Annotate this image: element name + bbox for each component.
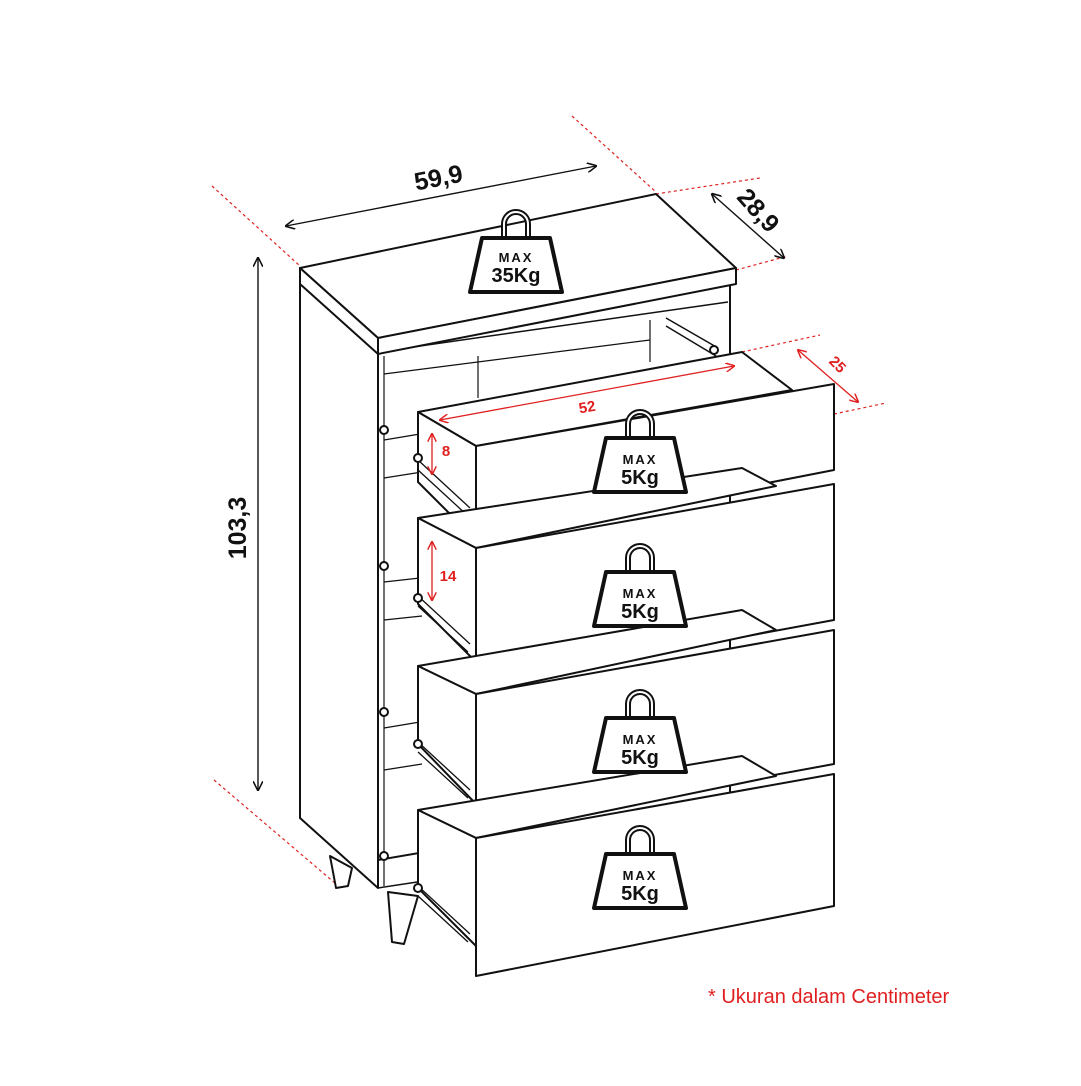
weight-value-label: 35Kg: [492, 265, 541, 287]
weight-max-label: MAX: [623, 586, 658, 601]
drawer-depth-arrow: [798, 350, 858, 402]
weight-icon-drawer-2: MAX 5Kg: [592, 543, 688, 628]
depth-arrow: [712, 194, 784, 258]
drawer-dimension-arrows: [432, 350, 858, 600]
drawer-height-label: 14: [440, 568, 457, 585]
weight-icon-drawer-1: MAX 5Kg: [592, 409, 688, 494]
extension-lines: [211, 115, 887, 885]
drawer-width-arrow: [440, 366, 734, 420]
weight-value-label: 5Kg: [621, 747, 659, 769]
weight-icon-drawer-4: MAX 5Kg: [592, 825, 688, 910]
leg-front: [387, 891, 419, 945]
top-side: [299, 267, 379, 355]
weight-value-label: 5Kg: [621, 467, 659, 489]
drawer-top-height-label: 8: [442, 443, 450, 460]
leg-back: [329, 855, 353, 889]
weight-max-label: MAX: [623, 868, 658, 883]
weight-max-label: MAX: [623, 452, 658, 467]
weight-max-label: MAX: [623, 732, 658, 747]
weight-max-label: MAX: [499, 250, 534, 265]
weight-icon-top: MAX 35Kg: [468, 209, 564, 294]
depth-label: 28,9: [731, 183, 784, 238]
weight-icon-drawer-3: MAX 5Kg: [592, 689, 688, 774]
height-label: 103,3: [224, 497, 252, 560]
weight-value-label: 5Kg: [621, 601, 659, 623]
width-label: 59,9: [412, 160, 465, 197]
drawer-width-label: 52: [578, 398, 597, 418]
drawer-depth-label: 25: [825, 353, 849, 377]
side-panel: [299, 267, 379, 889]
weight-value-label: 5Kg: [621, 883, 659, 905]
width-arrow: [286, 166, 596, 226]
dimension-arrows: [258, 166, 784, 790]
unit-note: * Ukuran dalam Centimeter: [708, 986, 950, 1008]
